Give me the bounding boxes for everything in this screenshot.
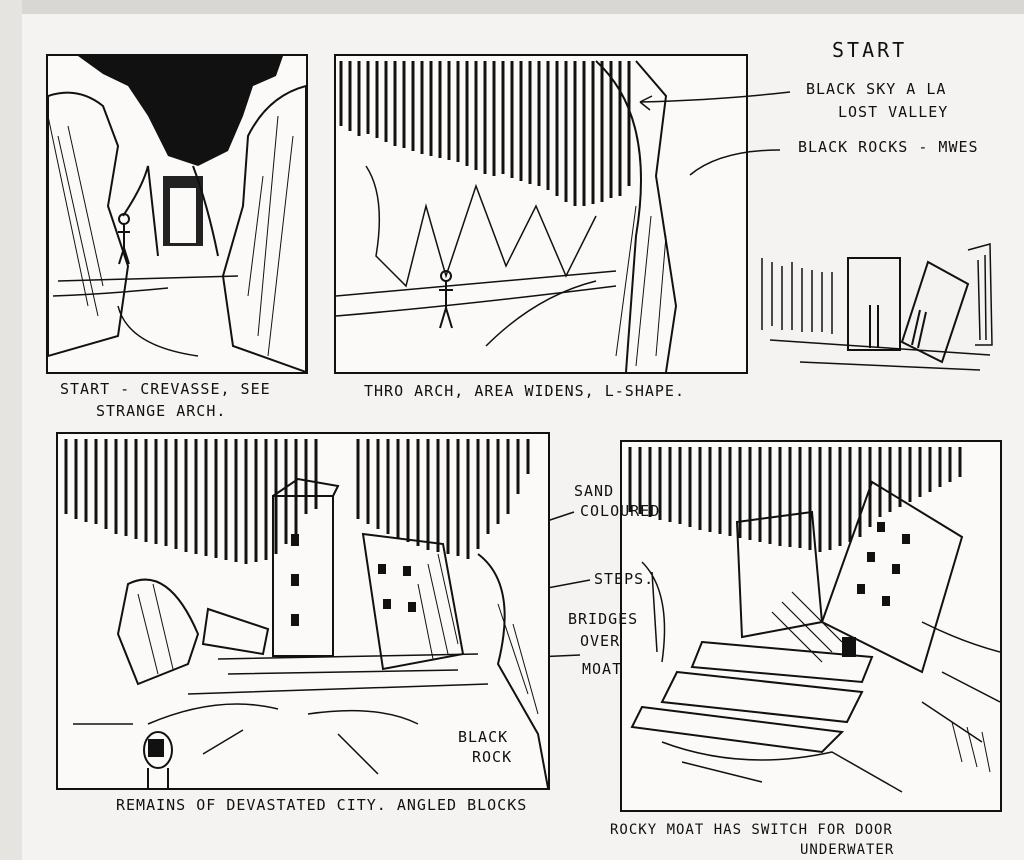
panel-rocky-moat — [620, 440, 1002, 812]
through-arch-sketch — [336, 60, 678, 372]
note-black: BLACK — [458, 728, 509, 746]
note-steps: STEPS. — [594, 570, 655, 588]
caption-crevasse-line2: STRANGE ARCH. — [96, 402, 227, 420]
caption-devastated-city: Remains of Devastated city. Angled block… — [116, 796, 528, 814]
caption-crevasse-line1: START - CREVASSE, SEE — [60, 380, 271, 398]
caption-through-arch: Thro Arch, area widens, L-Shape. — [364, 382, 685, 400]
crevasse-sketch — [48, 56, 306, 372]
rocky-moat-sketch — [628, 447, 1000, 793]
caption-rocky-moat-line2: Underwater — [800, 842, 895, 858]
note-black-sky: BLACK SKY a la — [806, 80, 947, 98]
devastated-city-sketch — [64, 439, 548, 788]
note-bridges: BRIDGES — [568, 610, 639, 628]
page-binding — [0, 0, 22, 860]
note-coloured: COLOURED — [580, 502, 661, 520]
note-black-rocks: BLACK ROCKS - mwes — [798, 138, 979, 156]
caption-rocky-moat-line1: ROCKY MOAT HAS SWITCH for DOOR — [610, 822, 893, 838]
note-lost-valley: LOST Valley — [838, 103, 949, 121]
note-over: OVER — [580, 632, 621, 650]
start-title: START — [832, 38, 908, 62]
scan-edge — [0, 0, 1024, 14]
note-sand: SAND — [574, 482, 615, 500]
note-rock: ROCK — [472, 748, 513, 766]
panel-crevasse — [46, 54, 308, 374]
note-moat: MOAT — [582, 660, 623, 678]
panel-through-arch — [334, 54, 748, 374]
panel-devastated-city — [56, 432, 550, 790]
